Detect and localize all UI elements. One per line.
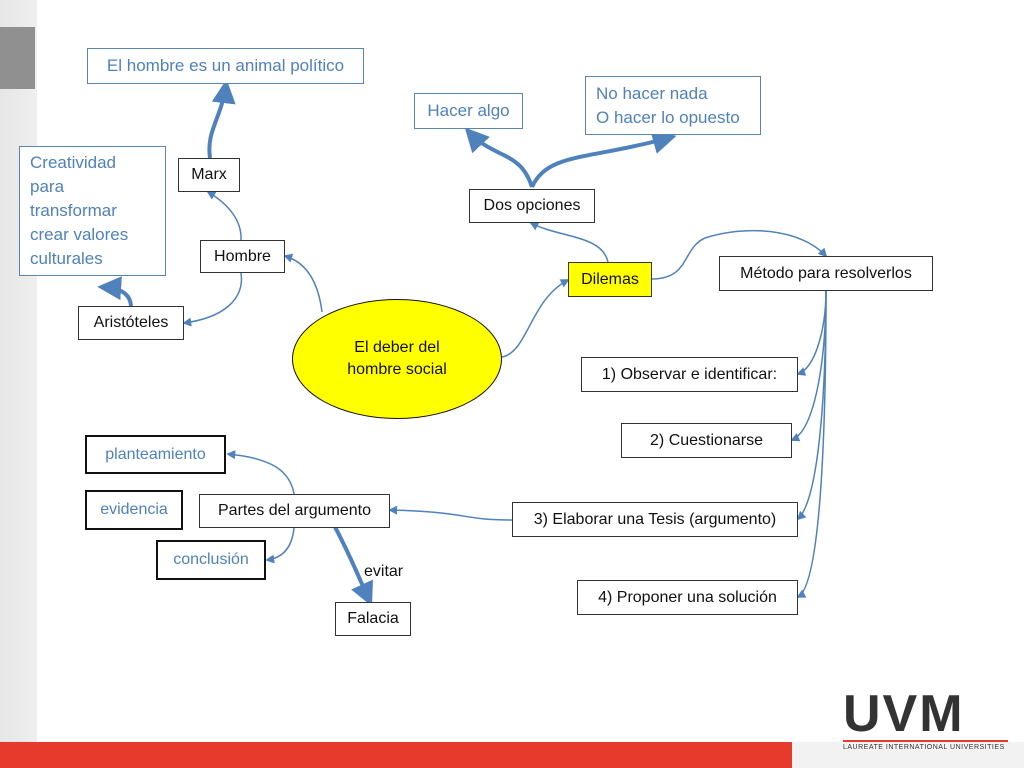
node-hombre[interactable]: Hombre <box>200 240 285 273</box>
node-creatividad[interactable]: Creatividad para transformar crear valor… <box>19 146 166 276</box>
logo-subtitle: LAUREATE INTERNATIONAL UNIVERSITIES <box>843 740 1008 751</box>
link-paso3-partes <box>388 505 513 521</box>
label-evitar: evitar <box>364 563 404 580</box>
node-paso2[interactable]: 2) Cuestionarse <box>621 423 792 458</box>
creatividad-line-5: culturales <box>30 249 103 268</box>
link-dosopciones-nohacer <box>530 130 677 188</box>
link-partes-planteamiento <box>226 450 295 495</box>
creatividad-line-3: transformar <box>30 201 117 220</box>
link-hombre-aristoteles <box>182 272 243 327</box>
creatividad-line-4: crear valores <box>30 225 129 244</box>
center-topic[interactable]: El deber del hombre social <box>292 299 502 419</box>
node-paso4[interactable]: 4) Proponer una solución <box>577 580 798 615</box>
node-no-hacer-nada[interactable]: No hacer nada O hacer lo opuesto <box>585 76 761 135</box>
link-hombre-marx <box>206 191 242 241</box>
node-metodo[interactable]: Método para resolverlos <box>719 256 933 291</box>
no-hacer-line-2: O hacer lo opuesto <box>596 107 740 127</box>
node-planteamiento[interactable]: planteamiento <box>85 435 226 474</box>
no-hacer-line-1: No hacer nada <box>596 83 708 103</box>
bottom-gray-bar <box>792 742 1024 768</box>
left-decor-band <box>0 0 37 768</box>
link-dosopciones-haceralgo <box>464 127 534 188</box>
node-partes-argumento[interactable]: Partes del argumento <box>199 494 390 528</box>
link-center-dilemas <box>501 279 570 358</box>
link-marx-hombrepolitico <box>207 79 236 159</box>
link-dilemas-dosopciones <box>529 222 609 263</box>
center-topic-line2: hombre social <box>347 361 447 378</box>
node-paso3[interactable]: 3) Elaborar una Tesis (argumento) <box>512 502 798 537</box>
uvm-logo: UVM LAUREATE INTERNATIONAL UNIVERSITIES <box>843 685 1008 751</box>
node-dilemas[interactable]: Dilemas <box>568 262 652 297</box>
creatividad-line-1: Creatividad <box>30 153 116 172</box>
creatividad-line-2: para <box>30 177 65 196</box>
left-decor-accent <box>0 27 35 89</box>
node-marx[interactable]: Marx <box>178 158 240 192</box>
logo-wordmark: UVM <box>843 685 965 743</box>
node-hacer-algo[interactable]: Hacer algo <box>414 93 523 129</box>
link-metodo-paso4 <box>796 289 827 598</box>
node-aristoteles[interactable]: Aristóteles <box>78 306 184 340</box>
node-paso1[interactable]: 1) Observar e identificar: <box>581 357 798 392</box>
link-partes-falacia <box>333 526 373 607</box>
node-dos-opciones[interactable]: Dos opciones <box>469 189 595 223</box>
center-topic-line1: El deber del <box>354 339 440 356</box>
link-center-hombre <box>283 253 323 313</box>
link-partes-conclusion <box>265 527 295 564</box>
bottom-red-bar <box>0 742 792 768</box>
node-hombre-politico[interactable]: El hombre es un animal político <box>87 48 364 84</box>
node-falacia[interactable]: Falacia <box>335 602 411 636</box>
link-dilemas-metodo <box>651 229 828 280</box>
node-evidencia[interactable]: evidencia <box>85 490 183 530</box>
link-aristoteles-creatividad <box>97 276 133 307</box>
node-conclusion[interactable]: conclusión <box>156 540 266 580</box>
